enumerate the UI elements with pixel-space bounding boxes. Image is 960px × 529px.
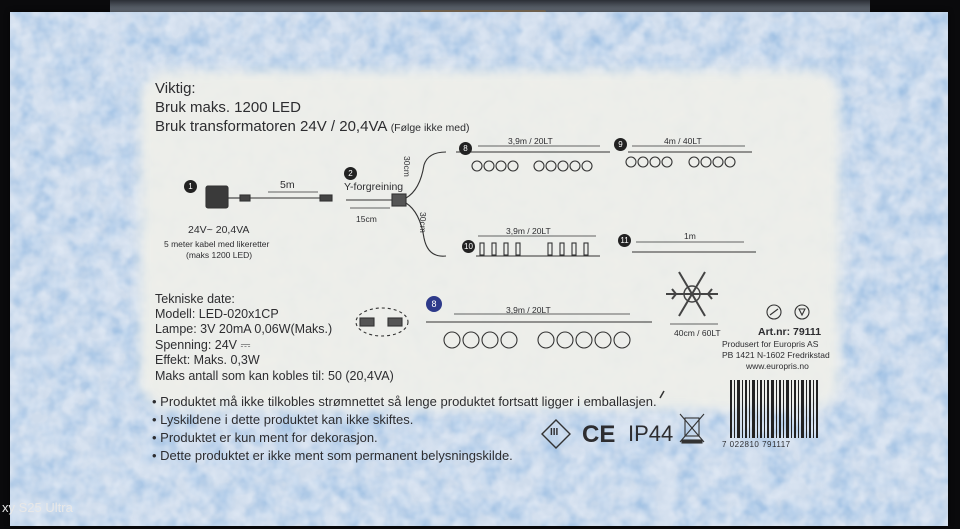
producer: Produsert for Europris AS — [722, 339, 819, 349]
splitter-length: 15cm — [356, 214, 377, 224]
string11-length: 1m — [684, 231, 696, 241]
splitter-box-icon — [391, 193, 407, 207]
cable-length: 5m — [280, 179, 295, 191]
branch-top-length: 30cm — [402, 156, 412, 177]
article-number: Art.nr: 79111 — [758, 326, 822, 338]
box-lid — [110, 0, 870, 14]
marker-8-bottom: 8 — [426, 296, 442, 312]
snowflake-size: 40cm / 60LT — [674, 328, 721, 338]
transformer-text: Bruk transformatoren 24V / 20,4VA — [155, 118, 387, 135]
producer-address: PB 1421 N-1602 Fredrikstad — [722, 350, 830, 360]
string10-bulbs — [479, 242, 589, 256]
bullet-2: • Lyskildene i dette produktet kan ikke … — [152, 412, 414, 427]
cable-note-2: (maks 1200 LED) — [186, 250, 253, 260]
string8-top-length: 3,9m / 20LT — [508, 136, 553, 146]
marker-10: 10 — [462, 240, 475, 253]
center-panel — [140, 70, 840, 410]
cable-plug-icon — [319, 194, 333, 202]
barcode-number: 7 022810 791117 — [722, 440, 791, 449]
specs-max-connect: Maks antall som kan kobles til: 50 (20,4… — [155, 369, 394, 383]
transformer-note: (Følge ikke med) — [390, 122, 470, 134]
string9-length: 4m / 40LT — [664, 136, 702, 146]
marker-2: 2 — [344, 167, 357, 180]
cable-note-1: 5 meter kabel med likeretter — [164, 239, 270, 249]
specs-lamp: Lampe: 3V 20mA 0,06W(Maks.) — [155, 322, 333, 336]
marker-1: 1 — [184, 180, 197, 193]
connector-detail-icon — [355, 307, 409, 337]
bullet-3: • Produktet er kun ment for dekorasjon. — [152, 430, 378, 445]
specs-voltage: Spenning: 24V ⎓ — [155, 338, 251, 352]
rectifier-icon — [239, 194, 251, 202]
splitter-label: Y-forgreining — [344, 181, 404, 193]
class-iii-label: III — [550, 427, 559, 438]
specs-model: Modell: LED-020x1CP — [155, 307, 279, 321]
ce-mark-icon: CE — [582, 421, 616, 448]
marker-9: 9 — [614, 138, 627, 151]
small-check-mark — [659, 390, 665, 399]
bullet-1: • Produktet må ikke tilkobles strømnette… — [152, 394, 657, 409]
string10-length: 3,9m / 20LT — [506, 226, 551, 236]
string9-bulbs — [625, 156, 736, 168]
branch-top-line — [405, 151, 447, 199]
transformer-rating: 24V~ 20,4VA — [188, 224, 250, 236]
tidyman-icon — [766, 304, 782, 320]
barcode-bars — [730, 380, 818, 438]
string8-bottom-bulbs — [443, 331, 631, 349]
important-heading: Viktig: — [155, 80, 196, 97]
specs-title: Tekniske date: — [155, 292, 235, 306]
recycle-icon — [794, 304, 810, 320]
specs-power: Effekt: Maks. 0,3W — [155, 353, 260, 367]
marker-8-top: 8 — [459, 142, 472, 155]
branch-bottom-line — [405, 202, 447, 257]
bullet-4: • Dette produktet er ikke ment som perma… — [152, 448, 513, 463]
branch-bottom-length: 30cm — [418, 212, 428, 233]
snowflake-icon — [666, 271, 718, 317]
transformer-line: Bruk transformatoren 24V / 20,4VA (Følge… — [155, 118, 469, 135]
class-iii-icon — [541, 419, 571, 449]
producer-web: www.europris.no — [746, 361, 809, 371]
max-led-line: Bruk maks. 1200 LED — [155, 99, 301, 116]
marker-11: 11 — [618, 234, 631, 247]
ip44-label: IP44 — [628, 421, 674, 446]
string8-top-bulbs — [471, 160, 593, 172]
weee-bin-icon — [679, 413, 705, 444]
camera-watermark: xy S25 Ultra — [2, 500, 73, 515]
transformer-icon — [205, 185, 229, 209]
string8-bottom-length: 3,9m / 20LT — [506, 305, 551, 315]
